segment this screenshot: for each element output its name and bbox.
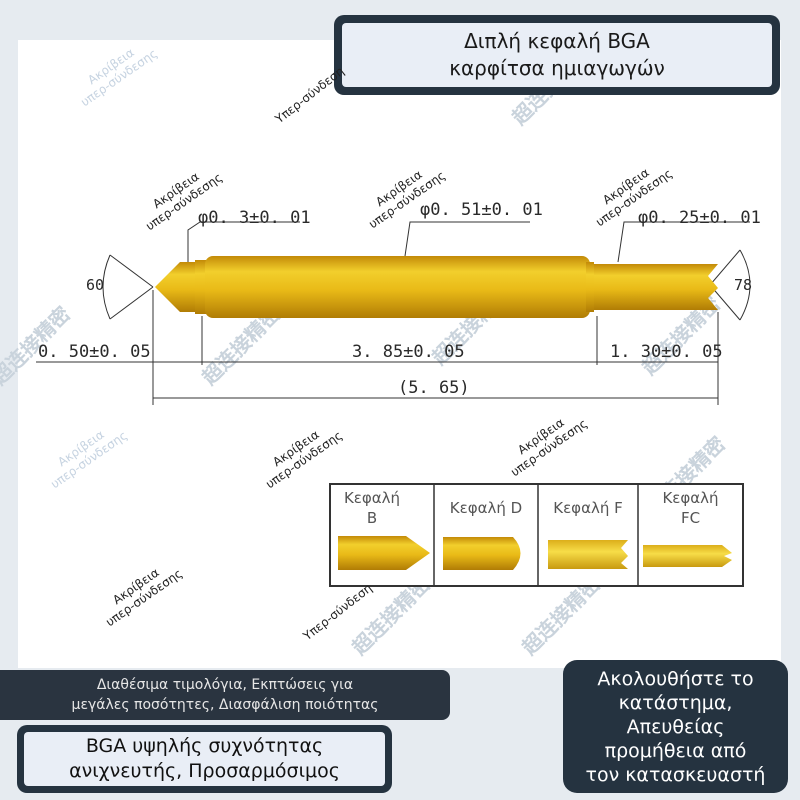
promo-right-line-3: Απευθείας xyxy=(626,715,725,738)
dim-body-length: 3. 85±0. 05 xyxy=(352,342,465,362)
dim-tip-angle: 60 xyxy=(86,276,105,294)
title-line-1: Διπλή κεφαλή BGA xyxy=(464,29,650,53)
promo-bottom-line-1: BGA υψηλής συχνότητας xyxy=(85,735,324,757)
head-type-f-label: Κεφαλή F xyxy=(553,499,623,517)
dim-tail-length: 1. 30±0. 05 xyxy=(610,342,723,362)
dim-tail-angle: 78 xyxy=(734,276,753,294)
dim-tip-diameter: φ0. 3±0. 01 xyxy=(198,208,311,228)
head-fc-shape xyxy=(643,545,732,567)
promo-left-banner: Διαθέσιμα τιμολόγια, Εκπτώσεις για μεγάλ… xyxy=(0,670,450,720)
head-f-shape xyxy=(548,540,628,569)
promo-bottom-line-2: ανιχνευτής, Προσαρμόσιμος xyxy=(69,760,340,782)
head-b-shape xyxy=(338,536,430,570)
promo-left-line-1: Διαθέσιμα τιμολόγια, Εκπτώσεις για xyxy=(96,677,354,693)
pin-shape xyxy=(155,256,718,318)
dim-tail-diameter: φ0. 25±0. 01 xyxy=(638,208,761,228)
promo-left-line-2: μεγάλες ποσότητες, Διασφάλιση ποιότητας xyxy=(71,697,379,713)
title-box: Διπλή κεφαλή BGA καρφίτσα ημιαγωγών xyxy=(334,15,780,95)
head-types-table xyxy=(329,483,744,587)
title-line-2: καρφίτσα ημιαγωγών xyxy=(449,56,665,80)
dim-total-length: (5. 65) xyxy=(398,378,470,398)
promo-bottom-banner: BGA υψηλής συχνότητας ανιχνευτής, Προσαρ… xyxy=(17,725,392,793)
promo-right-line-1: Ακολουθήστε το xyxy=(597,667,754,690)
promo-right-line-2: κατάστημα, xyxy=(618,691,733,714)
dim-body-diameter: φ0. 51±0. 01 xyxy=(420,200,543,220)
head-type-d-label: Κεφαλή D xyxy=(449,499,523,517)
dim-tip-length: 0. 50±0. 05 xyxy=(38,342,151,362)
promo-right-line-5: τον κατασκευαστή xyxy=(585,763,766,786)
head-d-shape xyxy=(443,537,521,570)
promo-right-banner: Ακολουθήστε το κατάστημα, Απευθείας προμ… xyxy=(563,660,788,793)
tip-angle-mark xyxy=(102,254,154,320)
promo-right-line-4: προμήθεια από xyxy=(604,739,747,762)
